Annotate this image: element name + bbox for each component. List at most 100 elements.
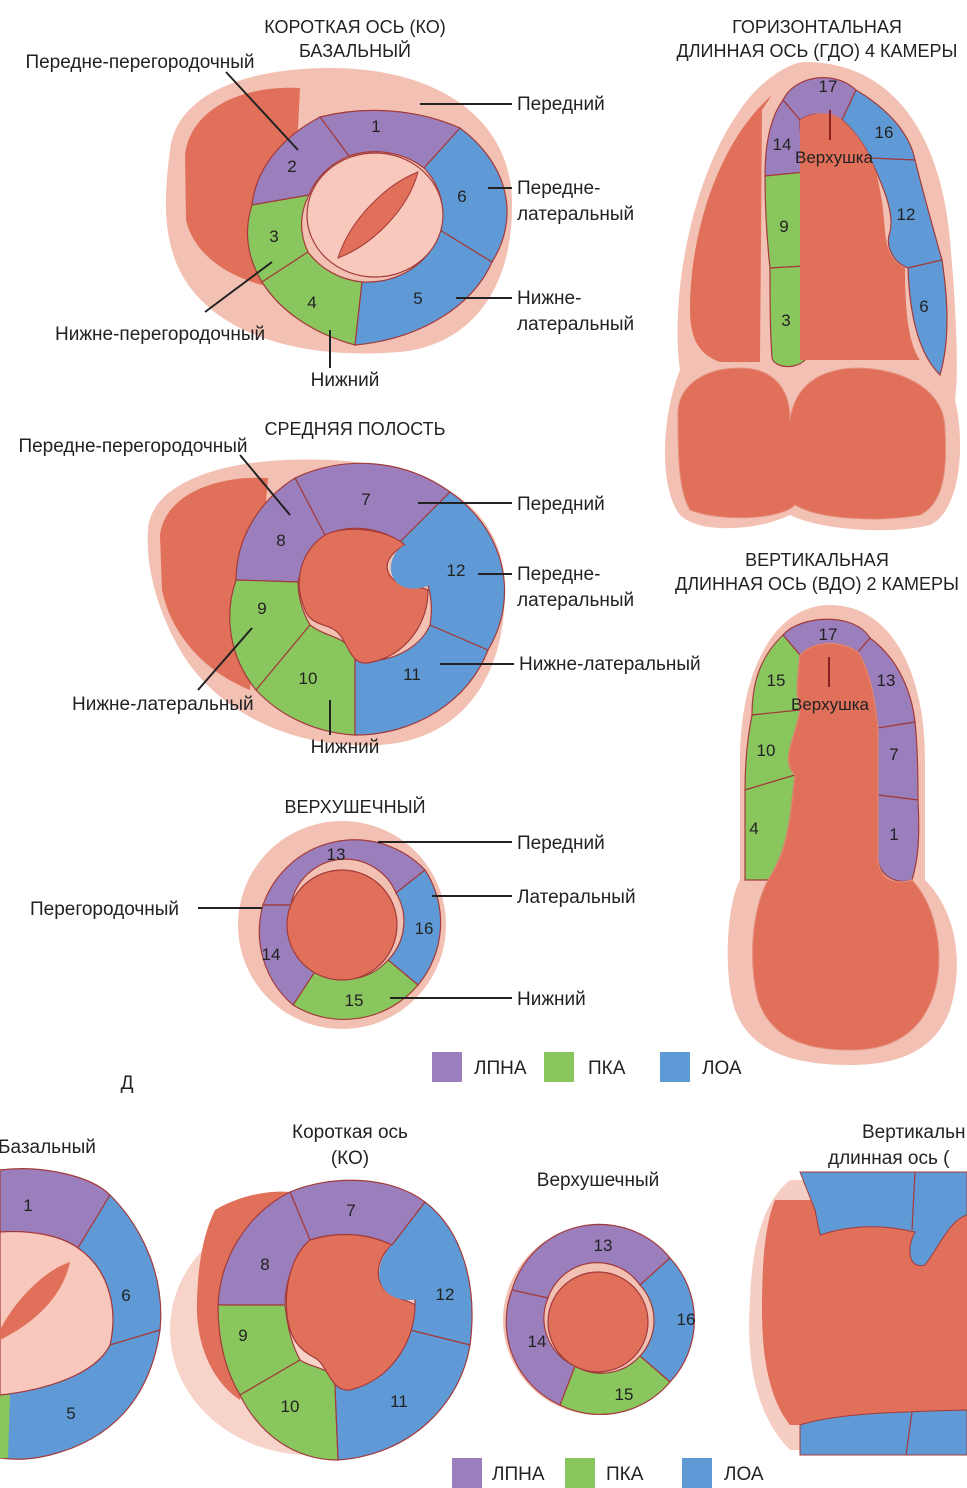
basal-label-inferoseptal: Нижне-перегородочный [55,324,265,345]
mid-label-inferolateral: Нижне-латеральный [519,654,701,675]
mid-label-anterolateral-2: латеральный [517,590,634,611]
bottom-basal-segment-6: 6 [121,1286,130,1305]
bottom-short-axis-segment-10: 10 [281,1397,300,1416]
bottom-legend-swatch-lpna [452,1458,482,1488]
bottom-short-axis-segment-7: 7 [346,1201,355,1220]
bottom-legend: ЛПНА ПКА ЛОА [452,1458,764,1488]
vertical-long-axis: ВЕРТИКАЛЬНАЯ ДЛИННАЯ ОСЬ (ВДО) 2 КАМЕРЫ … [675,550,959,1065]
basal-segment-1: 1 [371,117,380,136]
basal-title-line2: БАЗАЛЬНЫЙ [299,40,411,61]
mid-segment-7: 7 [361,490,370,509]
top-legend-swatch-loa [660,1052,690,1082]
bottom-vertical-title-1: Вертикальн [862,1122,965,1143]
top-legend-label-loa: ЛОА [702,1058,742,1079]
mid-segment-12: 12 [447,561,466,580]
basal-segment-2: 2 [287,157,296,176]
mid-short-axis: СРЕДНЯЯ ПОЛОСТЬ 7 8 9 10 11 12 Передне-п… [18,419,700,758]
bottom-basal-segment-1: 1 [23,1196,32,1215]
bottom-basal-title: Базальный [0,1137,96,1158]
bottom-short-axis-segment-12: 12 [436,1285,455,1304]
apical-label-lateral: Латеральный [517,887,636,908]
basal-segment-5: 5 [413,289,422,308]
bottom-vertical: Вертикальн длинная ось ( [749,1122,967,1455]
bottom-apical-title: Верхушечный [537,1170,659,1191]
bottom-apical-segment-15: 15 [615,1385,634,1404]
basal-segment-4: 4 [307,293,316,312]
hla-segment-6: 6 [919,297,928,316]
bottom-legend-swatch-loa [682,1458,712,1488]
basal-segment-6: 6 [457,187,466,206]
mid-label-inferoseptal: Нижне-латеральный [72,694,254,715]
vla-segment-1: 1 [889,825,898,844]
bottom-basal: Базальный 1 6 5 [0,1137,161,1459]
bottom-apical-segment-14: 14 [528,1332,547,1351]
top-legend: ЛПНА ПКА ЛОА [432,1052,742,1082]
mid-segment-10: 10 [299,669,318,688]
bottom-apical: Верхушечный 13 14 16 15 [503,1170,695,1415]
vla-title-line2: ДЛИННАЯ ОСЬ (ВДО) 2 КАМЕРЫ [675,574,959,594]
basal-title-line1: КОРОТКАЯ ОСЬ (КО) [264,17,445,37]
bottom-short-axis: Короткая ось (КО) 7 8 12 9 10 11 [170,1122,472,1460]
apical-segment-14: 14 [262,945,281,964]
basal-segment-3: 3 [269,227,278,246]
hla-segment-14: 14 [773,135,792,154]
mid-segment-9: 9 [257,599,266,618]
basal-label-inferolateral-2: латеральный [517,314,634,335]
horizontal-long-axis: ГОРИЗОНТАЛЬНАЯ ДЛИННАЯ ОСЬ (ГДО) 4 КАМЕР… [665,17,960,530]
mid-segment-11: 11 [403,665,421,684]
panel-letter: Д [121,1073,134,1094]
top-legend-label-lpna: ЛПНА [474,1058,527,1079]
hla-segment-12: 12 [897,205,916,224]
basal-label-anterolateral-2: латеральный [517,204,634,225]
bottom-legend-label-pka: ПКА [606,1464,644,1485]
bottom-apical-lumen [548,1272,648,1372]
basal-label-inferior: Нижний [311,370,380,391]
hla-segment-17: 17 [819,77,838,96]
bottom-short-axis-segment-11: 11 [390,1392,408,1411]
vla-segment-17: 17 [819,625,838,644]
hla-apex-label: Верхушка [795,148,874,167]
vla-segment-4: 4 [749,819,758,838]
mid-label-anterolateral-1: Передне- [517,564,600,585]
vla-segment-13: 13 [877,671,896,690]
vla-apex-label: Верхушка [791,695,870,714]
hla-title-line2: ДЛИННАЯ ОСЬ (ГДО) 4 КАМЕРЫ [677,41,958,61]
mid-label-anteroseptal: Передне-перегородочный [18,436,247,457]
basal-label-inferolateral-1: Нижне- [517,288,581,309]
bottom-apical-segment-16: 16 [677,1310,696,1329]
hla-segment-3: 3 [781,311,790,330]
bottom-short-axis-title-2: (КО) [331,1148,369,1169]
basal-label-anteroseptal: Передне-перегородочный [25,52,254,73]
mid-label-anterior: Передний [517,494,605,515]
bottom-legend-label-loa: ЛОА [724,1464,764,1485]
bottom-apical-segment-13: 13 [594,1236,613,1255]
bottom-legend-label-lpna: ЛПНА [492,1464,545,1485]
vla-title-line1: ВЕРТИКАЛЬНАЯ [745,550,889,570]
basal-label-anterolateral-1: Передне- [517,178,600,199]
apical-short-axis: ВЕРХУШЕЧНЫЙ 13 14 15 16 Передний Латерал… [30,796,636,1029]
bottom-short-axis-segment-8: 8 [260,1255,269,1274]
vla-segment-15: 15 [767,671,786,690]
top-legend-swatch-lpna [432,1052,462,1082]
basal-label-anterior: Передний [517,94,605,115]
vla-segment-7: 7 [889,745,898,764]
apical-label-anterior: Передний [517,833,605,854]
apical-segment-16: 16 [415,919,434,938]
apical-lumen [287,870,397,980]
top-legend-swatch-pka [544,1052,574,1082]
basal-short-axis: КОРОТКАЯ ОСЬ (КО) БАЗАЛЬНЫЙ 1 2 3 4 5 6 … [25,17,634,391]
apical-label-inferior: Нижний [517,989,586,1010]
hla-atria [678,368,946,519]
bottom-basal-segment-5: 5 [66,1404,75,1423]
apical-label-septal: Перегородочный [30,899,179,920]
mid-title: СРЕДНЯЯ ПОЛОСТЬ [265,419,446,439]
apical-segment-15: 15 [345,991,364,1010]
top-legend-label-pka: ПКА [588,1058,626,1079]
hla-segment-9: 9 [779,217,788,236]
apical-segment-13: 13 [327,845,346,864]
mid-segment-8: 8 [276,531,285,550]
vla-segment-10: 10 [757,741,776,760]
hla-segment-16: 16 [875,123,894,142]
bottom-short-axis-title-1: Короткая ось [292,1122,408,1143]
